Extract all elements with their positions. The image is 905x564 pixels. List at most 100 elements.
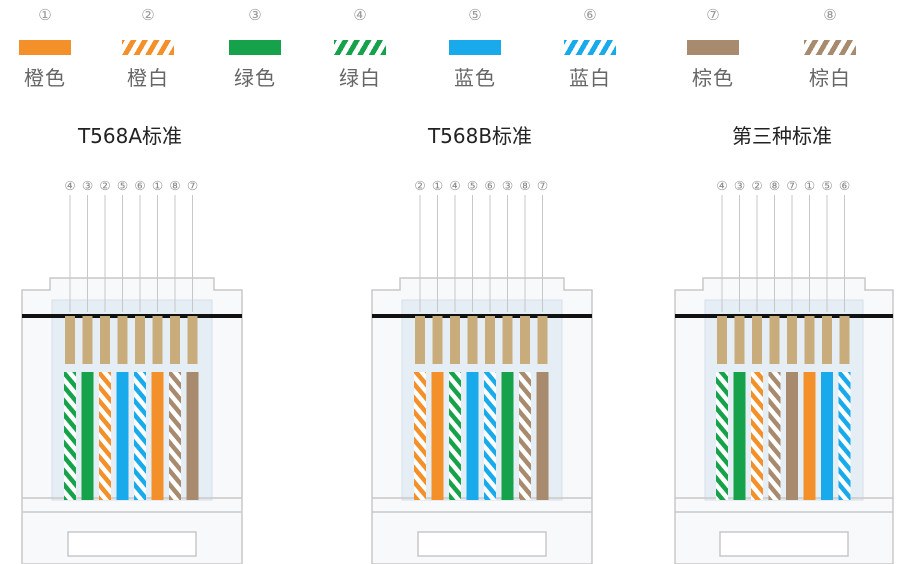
legend-label: 绿色 [234, 66, 276, 90]
wire-brown [786, 372, 798, 500]
contact-area [51, 299, 213, 501]
wire-green [81, 372, 94, 500]
copper-contact [717, 316, 727, 364]
pin-label-orange: ① [152, 178, 163, 193]
pin-label-orange: ① [804, 178, 815, 193]
pin-label-green: ③ [502, 178, 513, 193]
pin-label-orange: ① [432, 178, 443, 193]
pin-label-blue-white: ⑥ [134, 178, 145, 193]
legend-swatch-green-white [334, 40, 386, 55]
legend-label: 绿白 [339, 66, 381, 90]
copper-contact [152, 316, 163, 364]
wire-blue [821, 372, 833, 500]
copper-contact [135, 316, 145, 364]
copper-contact [485, 316, 495, 364]
copper-contact [787, 316, 797, 364]
copper-contact [100, 316, 110, 364]
copper-contact [822, 316, 832, 364]
contact-area [704, 299, 864, 501]
wire-brown [536, 372, 549, 500]
standard-title-third: 第三种标准 [732, 124, 832, 148]
legend-label: 橙白 [127, 66, 169, 90]
pin-label-green: ③ [734, 178, 745, 193]
legend-number: ④ [353, 6, 367, 24]
legend-number: ⑦ [706, 6, 720, 24]
copper-contact [804, 316, 815, 364]
legend-label: 橙色 [24, 66, 66, 90]
wire-brown-white [519, 372, 531, 500]
copper-contact [502, 316, 513, 364]
pin-label-blue: ⑤ [821, 178, 832, 193]
wire-brown [186, 372, 199, 500]
copper-contact [432, 316, 443, 364]
pin-label-brown: ⑦ [786, 178, 797, 193]
legend-label: 蓝白 [569, 66, 611, 90]
pin-label-green-white: ④ [716, 178, 727, 193]
wire-blue-white [838, 372, 851, 500]
wire-green-white [716, 372, 728, 500]
wire-blue-white [134, 372, 146, 500]
legend-item-blue: ⑤ 蓝色 [440, 6, 510, 98]
pin-label-brown-white: ⑧ [769, 178, 780, 193]
pin-label-green-white: ④ [64, 178, 75, 193]
pin-label-blue: ⑤ [467, 178, 478, 193]
contact-area [401, 299, 563, 501]
wire-orange [803, 372, 816, 500]
legend-swatch-orange-white [122, 40, 174, 55]
legend-number: ⑤ [468, 6, 482, 24]
pin-label-orange-white: ② [414, 178, 425, 193]
legend-swatch-brown-white [804, 40, 856, 55]
copper-contact [839, 316, 850, 364]
legend-item-orange: ① 橙色 [10, 6, 80, 98]
copper-contact [752, 316, 762, 364]
pin-label-green-white: ④ [449, 178, 460, 193]
legend-swatch-brown [687, 40, 739, 55]
pin-label-brown-white: ⑧ [169, 178, 180, 193]
legend-label: 棕白 [809, 66, 851, 90]
copper-contact [537, 316, 548, 364]
wire-orange-white [414, 372, 426, 500]
wire-brown-white [169, 372, 181, 500]
wire-brown-white [768, 372, 781, 500]
latch-slot [719, 531, 849, 557]
copper-contact [734, 316, 745, 364]
legend-swatch-orange [19, 40, 71, 55]
standard-title-t568a: T568A标准 [77, 124, 183, 148]
wire-green [733, 372, 746, 500]
legend-swatch-blue-white [564, 40, 616, 55]
wire-orange-white [751, 372, 763, 500]
latch-slot [67, 531, 197, 557]
legend-item-green-white: ④ 绿白 [325, 6, 395, 98]
pin-label-brown-white: ⑧ [519, 178, 530, 193]
pin-label-blue-white: ⑥ [484, 178, 495, 193]
legend-number: ⑥ [583, 6, 597, 24]
copper-contact [415, 316, 425, 364]
wire-green-white [64, 372, 76, 500]
copper-contact [187, 316, 198, 364]
copper-contact [82, 316, 93, 364]
plug-band [372, 314, 592, 318]
copper-contact [769, 316, 780, 364]
wire-blue-white [484, 372, 496, 500]
legend-label: 蓝色 [454, 66, 496, 90]
legend-item-blue-white: ⑥ 蓝白 [555, 6, 625, 98]
plug-band [22, 314, 242, 318]
legend-number: ① [38, 6, 52, 24]
pin-label-blue-white: ⑥ [839, 178, 850, 193]
wire-blue [466, 372, 479, 500]
pin-label-brown: ⑦ [187, 178, 198, 193]
pin-label-orange-white: ② [751, 178, 762, 193]
plug-band [675, 314, 893, 318]
wire-green [501, 372, 514, 500]
copper-contact [65, 316, 75, 364]
wire-orange-white [99, 372, 111, 500]
